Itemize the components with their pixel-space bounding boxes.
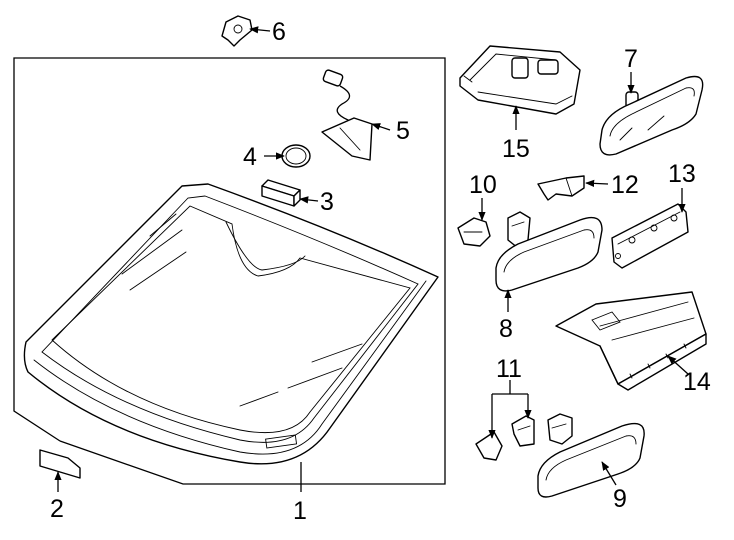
callout-15: 15 — [502, 135, 530, 163]
leader-9 — [601, 461, 617, 486]
part-12-bracket — [537, 175, 585, 201]
callout-8: 8 — [499, 315, 513, 343]
callout-2: 2 — [50, 495, 64, 523]
part-14-console-panel — [555, 291, 707, 391]
callout-1: 1 — [293, 497, 307, 525]
callout-14: 14 — [683, 368, 711, 396]
callout-4: 4 — [243, 143, 257, 171]
leader-14 — [667, 355, 689, 375]
part-2-sensor-cover — [39, 449, 81, 479]
part-6-clip — [221, 15, 253, 47]
part-13-trim-strip — [611, 203, 689, 269]
part-10-cover — [457, 217, 491, 247]
callout-11: 11 — [496, 355, 522, 383]
part-9-rearview-mirror — [537, 413, 645, 498]
callout-12: 12 — [611, 171, 639, 199]
callout-5: 5 — [396, 117, 410, 145]
callout-9: 9 — [613, 485, 627, 513]
leader-11 — [492, 380, 528, 395]
callout-6: 6 — [272, 18, 286, 46]
part-15-console-housing — [459, 45, 581, 115]
leader-3 — [299, 196, 319, 204]
leader-6 — [249, 26, 271, 34]
callout-13: 13 — [668, 160, 696, 188]
leader-12 — [585, 179, 609, 188]
assembly-frame — [13, 57, 446, 485]
part-5-sensor-harness — [321, 69, 373, 161]
part-3-block — [261, 179, 301, 207]
callout-7: 7 — [624, 45, 638, 73]
part-7-rearview-mirror — [599, 75, 704, 156]
callout-3: 3 — [320, 188, 334, 216]
leader-5 — [371, 123, 391, 131]
part-11-covers — [475, 415, 535, 461]
part-4-grommet — [281, 144, 311, 168]
part-8-rearview-mirror — [495, 211, 603, 292]
callout-10: 10 — [469, 171, 497, 199]
windshield-glass — [23, 183, 439, 465]
